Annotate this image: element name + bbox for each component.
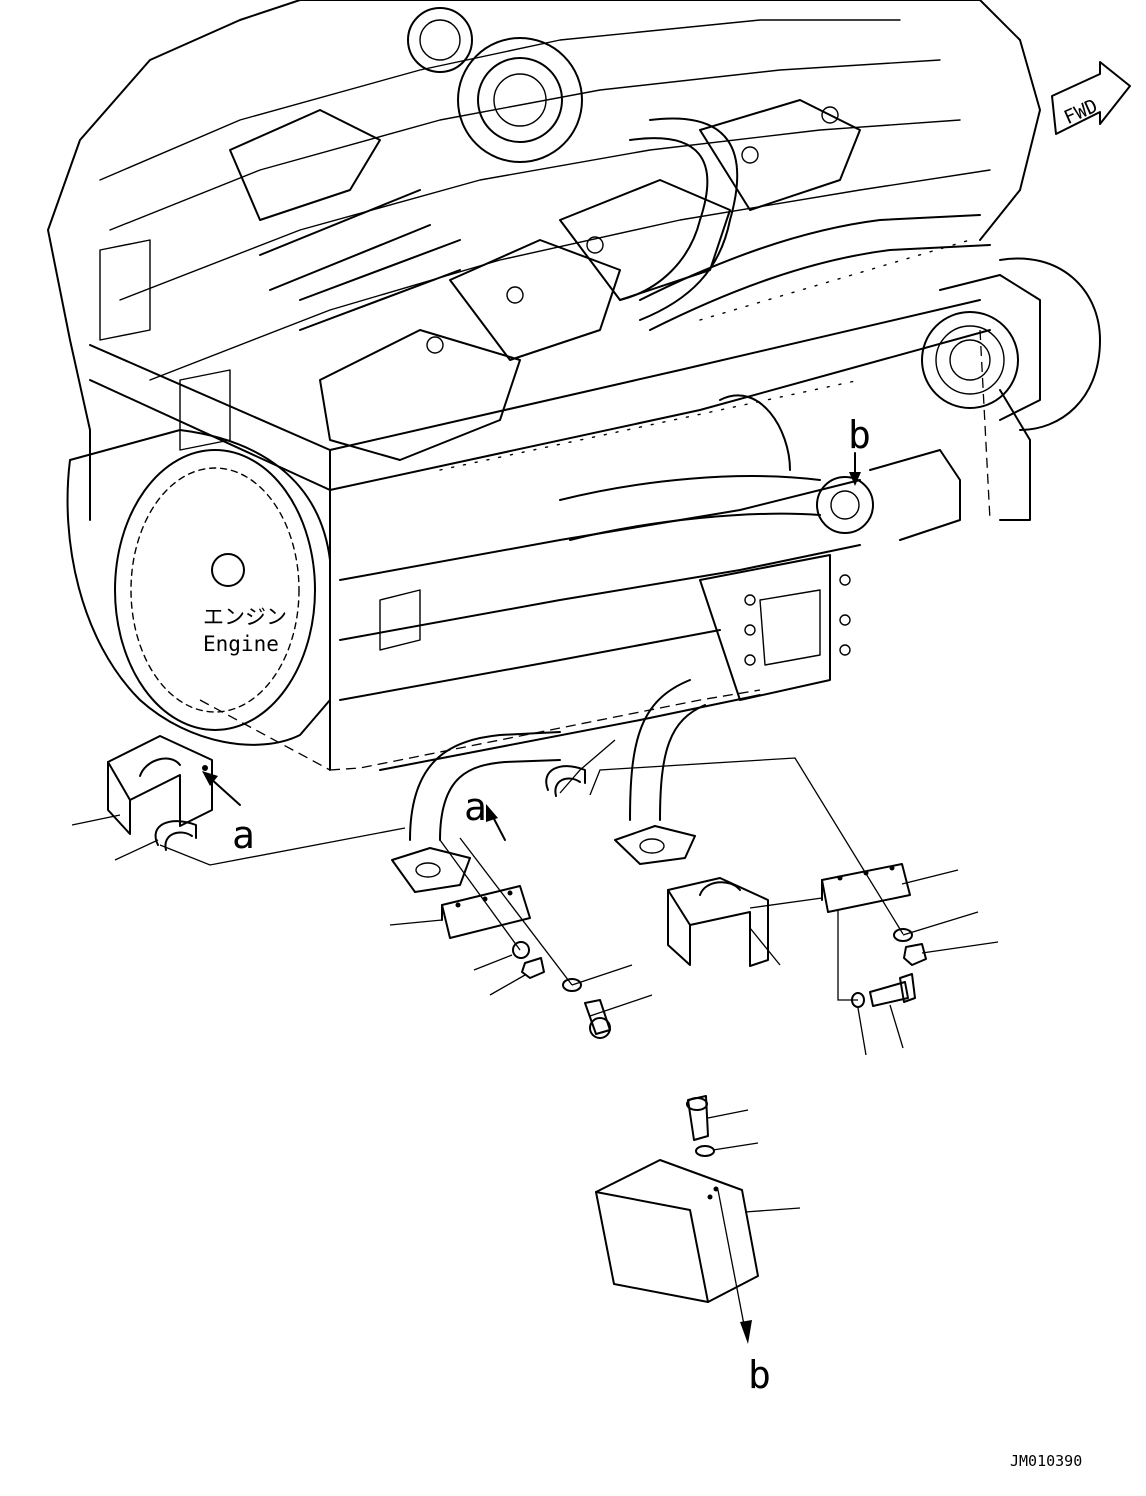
ref-arrow-a-left (202, 771, 241, 806)
u-bolt-upper (545, 765, 586, 797)
ref-label-a-left: a (232, 813, 255, 857)
plate-center-left (441, 885, 545, 979)
drawing-number: JM010390 (1010, 1452, 1082, 1470)
fwd-arrow-icon: FWD (1051, 61, 1131, 135)
engine-label-jp: エンジン (203, 605, 287, 629)
ref-label-b-top: b (848, 413, 871, 457)
bolt-center (562, 978, 611, 1039)
ref-arrow-b-top (849, 452, 861, 486)
plate-right (821, 863, 927, 1008)
frame-rivets (439, 239, 971, 471)
ref-arrow-a-center (486, 804, 506, 841)
engine-label-en: Engine (203, 632, 279, 656)
leader-lines (71, 739, 999, 1331)
u-bolt-left (154, 820, 197, 851)
ref-label-b-bottom: b (748, 1353, 771, 1397)
cover-bottom (595, 1095, 759, 1303)
bracket-left (107, 735, 213, 835)
ref-label-a-center: a (464, 785, 487, 829)
ref-arrow-b-bottom (740, 1320, 752, 1344)
engine-assembly (47, 0, 1101, 771)
bracket-center-right (667, 877, 769, 967)
exhaust-pipes (391, 679, 706, 893)
